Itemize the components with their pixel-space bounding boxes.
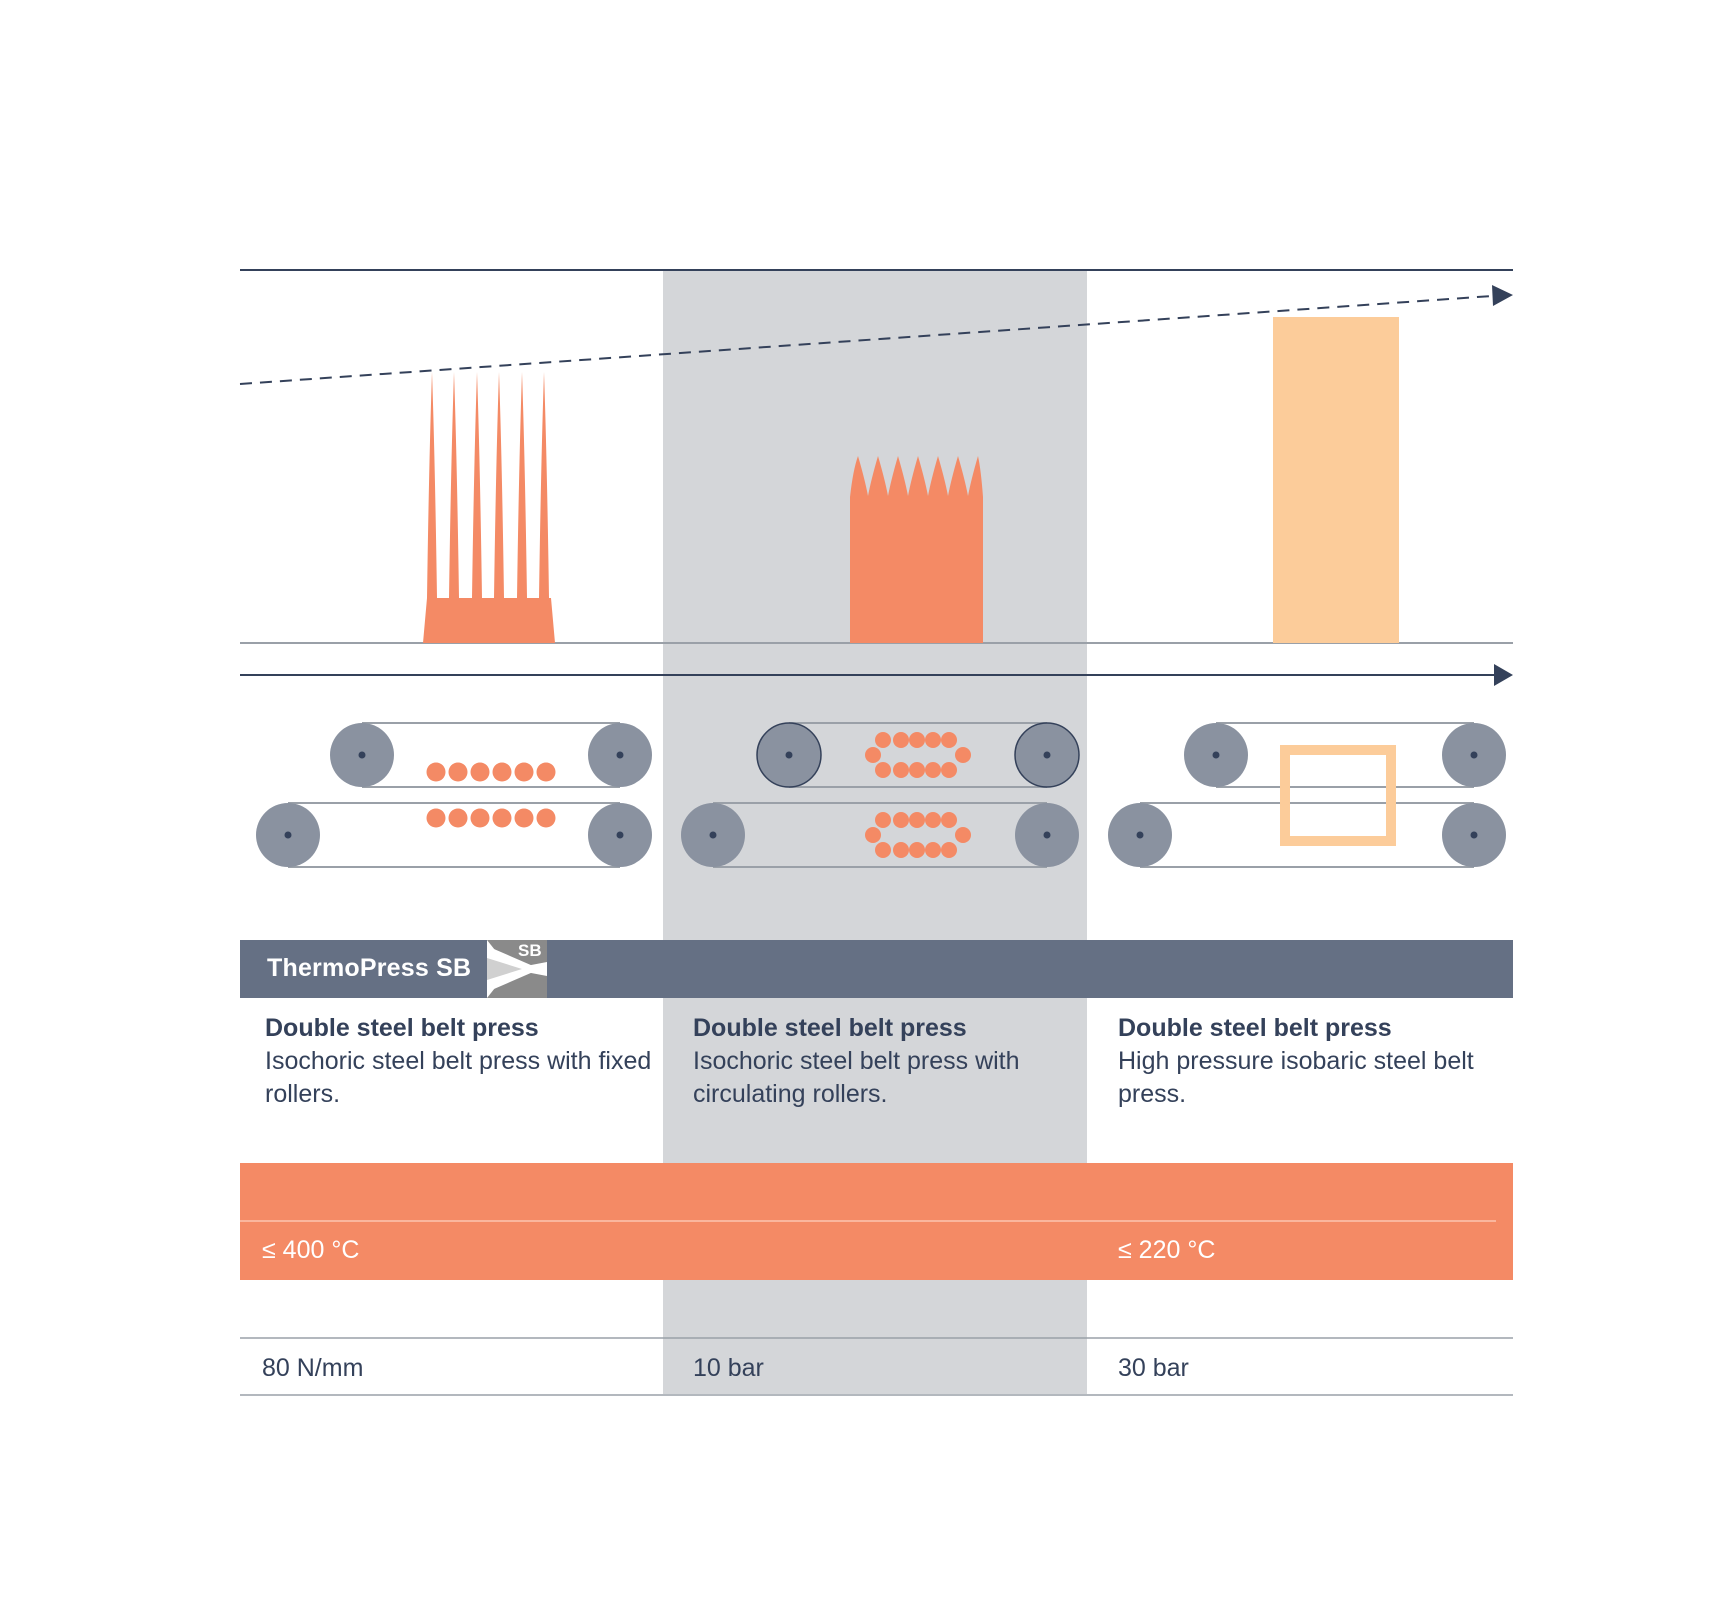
roller-hub — [709, 831, 717, 839]
material-granule — [941, 842, 957, 858]
brand-name: ThermoPress SB — [267, 954, 472, 982]
sb-logo-icon — [487, 940, 547, 998]
column-2-title: Double steel belt press — [693, 1014, 967, 1042]
sb-badge-label: SB — [518, 941, 542, 960]
pressure-block-graph — [1273, 317, 1399, 643]
column-2-pressure: 10 bar — [693, 1354, 764, 1382]
pressure-spike-shape — [423, 372, 555, 643]
column-3-title: Double steel belt press — [1118, 1014, 1392, 1042]
belt-press-schematic-fixed-rollers — [256, 722, 652, 868]
roller-hub — [785, 751, 793, 759]
material-granule — [448, 762, 468, 782]
roller-hub — [616, 831, 624, 839]
pressure-plateau-graph — [850, 456, 983, 643]
material-granule — [893, 812, 909, 828]
material-granule — [941, 762, 957, 778]
material-granule — [514, 762, 534, 782]
material-granule — [909, 812, 925, 828]
material-mat — [1280, 745, 1396, 846]
roller-hub — [358, 751, 366, 759]
material-granule — [955, 747, 971, 763]
material-granule — [893, 732, 909, 748]
roller-hub — [284, 831, 292, 839]
material-granule — [925, 762, 941, 778]
column-2-description: Isochoric steel belt press with circulat… — [693, 1047, 1020, 1108]
material-granule — [909, 762, 925, 778]
material-granule — [893, 842, 909, 858]
column-1-temperature: ≤ 400 °C — [262, 1236, 360, 1264]
column-1-pressure: 80 N/mm — [262, 1354, 364, 1382]
roller-hub — [1470, 831, 1478, 839]
material-granule — [893, 762, 909, 778]
material-granule — [925, 842, 941, 858]
roller-hub — [1043, 751, 1051, 759]
material-granule — [865, 747, 881, 763]
roller-hub — [1136, 831, 1144, 839]
belt-press-schematic-isobaric — [1108, 722, 1506, 868]
pressure-spikes-graph — [423, 372, 555, 643]
material-granule — [865, 827, 881, 843]
material-granule — [536, 762, 556, 782]
material-granule — [875, 812, 891, 828]
roller-hub — [1470, 751, 1478, 759]
column-1-title: Double steel belt press — [265, 1014, 539, 1042]
material-granule — [909, 842, 925, 858]
roller-hub — [616, 751, 624, 759]
column-3-temperature: ≤ 220 °C — [1118, 1236, 1216, 1264]
material-granule — [875, 732, 891, 748]
roller-hub — [1212, 751, 1220, 759]
roller-hub — [1043, 831, 1051, 839]
material-granule — [514, 808, 534, 828]
process-direction-arrow — [240, 664, 1513, 686]
column-3-description: High pressure isobaric steel belt press. — [1118, 1047, 1474, 1108]
material-granule — [925, 812, 941, 828]
column-1-description: Isochoric steel belt press with fixed ro… — [265, 1047, 652, 1108]
material-granule — [875, 762, 891, 778]
material-granule — [470, 762, 490, 782]
material-granule — [536, 808, 556, 828]
material-granule — [941, 732, 957, 748]
material-granule — [426, 762, 446, 782]
material-granule — [426, 808, 446, 828]
material-granule — [875, 842, 891, 858]
material-granule — [492, 808, 512, 828]
material-granule — [492, 762, 512, 782]
brand-header-bar — [240, 940, 1513, 998]
column-3-pressure: 30 bar — [1118, 1354, 1189, 1382]
material-granule — [941, 812, 957, 828]
material-granule — [909, 732, 925, 748]
material-granule — [470, 808, 490, 828]
trend-arrow — [239, 285, 1513, 385]
belt-press-schematic-circulating-rollers — [681, 722, 1080, 868]
material-granule — [955, 827, 971, 843]
material-granule — [925, 732, 941, 748]
material-granule — [448, 808, 468, 828]
